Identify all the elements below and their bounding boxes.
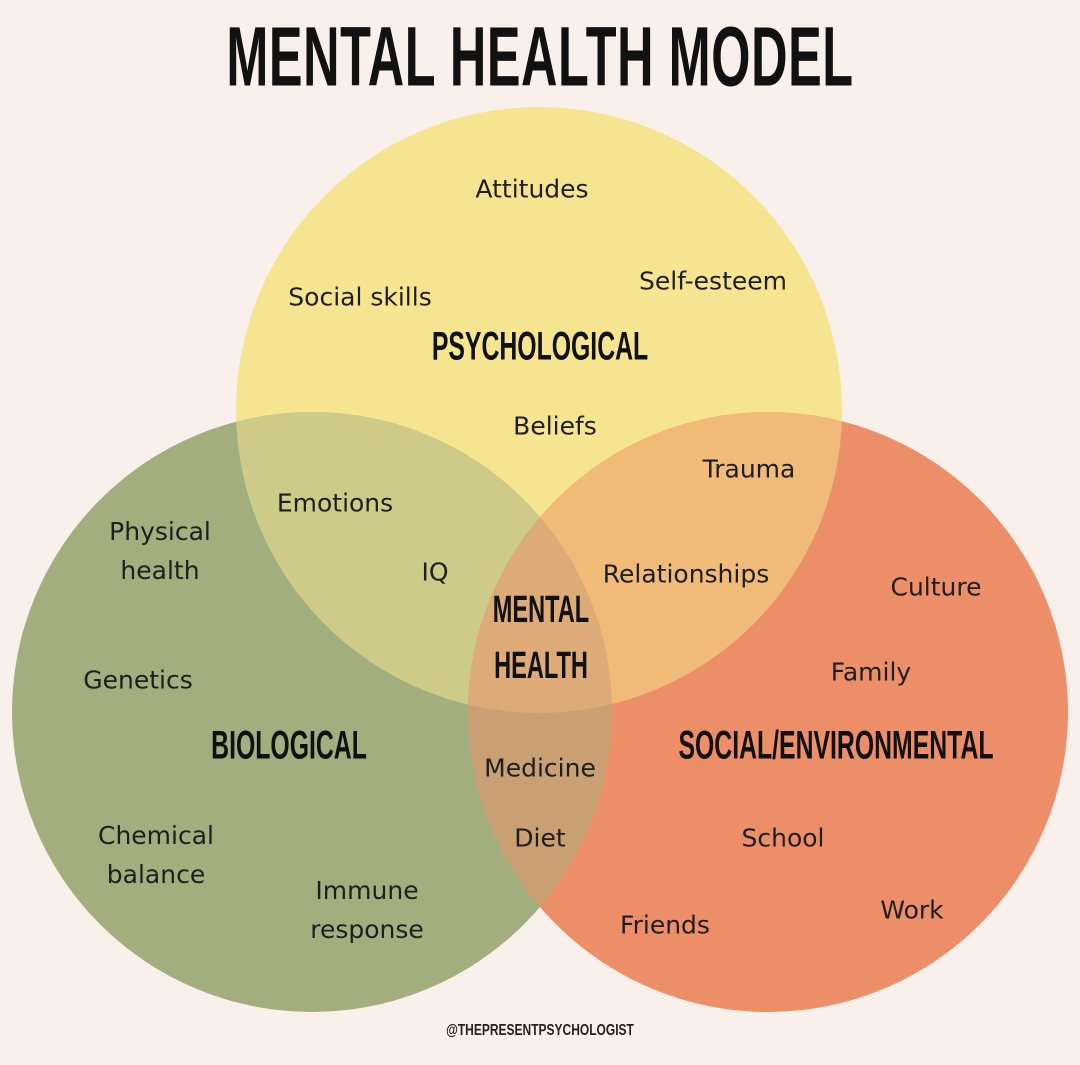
item-relationships: Relationships [602, 559, 770, 589]
item-iq: IQ [421, 557, 449, 587]
item-attitudes: Attitudes [475, 174, 589, 204]
item-chemical-balance: Chemical balance [98, 821, 214, 889]
item-friends: Friends [620, 910, 710, 940]
item-culture: Culture [890, 572, 982, 602]
item-physical-health: Physical health [109, 517, 211, 585]
item-school: School [741, 823, 825, 853]
social-environmental-label: SOCIAL/ENVIRONMENTAL [678, 723, 994, 768]
item-medicine: Medicine [484, 753, 596, 783]
item-family: Family [830, 657, 912, 687]
item-emotions: Emotions [276, 488, 394, 518]
item-trauma: Trauma [702, 454, 796, 484]
item-work: Work [880, 895, 944, 925]
item-diet: Diet [514, 823, 566, 853]
mental-health-label: MENTAL HEALTH [492, 589, 590, 687]
psychological-label: PSYCHOLOGICAL [431, 324, 649, 369]
item-genetics: Genetics [83, 665, 193, 695]
item-beliefs: Beliefs [513, 411, 597, 441]
item-social-skills: Social skills [288, 282, 432, 312]
item-immune-response: Immune response [310, 876, 424, 944]
author-handle: @THEPRESENTPSYCHOLOGIST [446, 1022, 634, 1039]
biological-label: BIOLOGICAL [211, 723, 367, 768]
item-self-esteem: Self-esteem [639, 266, 787, 296]
page-title: MENTAL HEALTH MODEL [226, 9, 854, 104]
